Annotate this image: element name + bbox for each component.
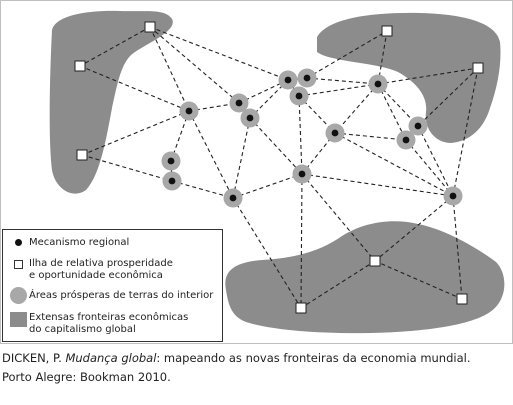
network-link [334, 83, 379, 134]
network-link [300, 173, 303, 309]
network-link [232, 173, 303, 199]
network-link [79, 65, 190, 112]
network-link [232, 117, 251, 199]
interior-area-node [278, 70, 298, 90]
interior-area-node [223, 188, 243, 208]
legend-label: Mecanismo regional [29, 237, 130, 248]
network-link [301, 173, 454, 197]
network-link [232, 197, 302, 309]
legend-item-frontier: Extensas fronteiras econômicas do capita… [7, 312, 188, 336]
prosperity-island-node [456, 293, 468, 305]
interior-area-node [162, 171, 182, 191]
network-link [405, 139, 454, 197]
legend-label: Ilha de relativa prosperidade [29, 258, 173, 269]
interior-area-node [179, 101, 199, 121]
legend: Mecanismo regional Ilha de relativa pros… [2, 229, 223, 342]
regional-mechanism-dot [185, 107, 193, 115]
regional-mechanism-dot [246, 114, 254, 122]
legend-label: e oportunidade econômica [29, 270, 163, 281]
prosperity-island-node [472, 62, 484, 74]
caption-title: Mudança global [65, 351, 157, 365]
regional-mechanism-dot [168, 177, 176, 185]
mechanism-dot-icon [14, 239, 22, 246]
regional-mechanism-dot [235, 99, 243, 107]
network-link [171, 180, 234, 199]
network-link [301, 173, 376, 262]
network-link [377, 83, 407, 141]
network-link [249, 117, 303, 175]
network-link [374, 195, 454, 262]
network-link [452, 195, 463, 300]
prosperity-island-node [295, 302, 307, 314]
network-link [334, 132, 454, 197]
frontier-region-south [225, 221, 505, 334]
network-link [149, 26, 289, 81]
legend-label: Áreas prósperas de terras do interior [29, 290, 214, 301]
regional-mechanism-dot [303, 74, 311, 82]
network-link [79, 26, 151, 67]
regional-mechanism-dot [449, 192, 457, 200]
network-link [149, 26, 190, 112]
legend-label: Extensas fronteiras econômicas [29, 312, 189, 323]
regional-mechanism-dot [167, 157, 175, 165]
network-link [306, 77, 379, 85]
network-link [377, 67, 479, 85]
network-link [298, 95, 303, 175]
network-link [334, 132, 407, 141]
caption-publisher: Porto Alegre: Bookman 2010. [2, 370, 171, 384]
prosperity-island-node [76, 149, 88, 161]
caption-subtitle: : mapeando as novas fronteiras da econom… [156, 351, 471, 365]
regional-mechanism-dot [295, 92, 303, 100]
frontier-region-northeast [317, 12, 501, 144]
network-link [417, 125, 454, 197]
interior-area-node [408, 116, 428, 136]
regional-mechanism-dot [284, 76, 292, 84]
legend-label: do capitalismo global [29, 324, 136, 335]
network-nodes [74, 21, 484, 314]
prosperity-island-node [74, 60, 86, 72]
network-link [300, 260, 376, 309]
regional-mechanism-dot [298, 170, 306, 178]
network-link [377, 83, 419, 127]
interior-area-node [396, 130, 416, 150]
prosperity-island-node [144, 21, 156, 33]
interior-area-node [289, 86, 309, 106]
legend-item-island: Ilha de relativa prosperidade e oportuni… [7, 258, 173, 282]
prosperity-island-node [369, 255, 381, 267]
interior-area-node [161, 151, 181, 171]
regional-mechanism-dot [414, 122, 422, 130]
interior-area-node [443, 186, 463, 206]
regional-mechanism-dot [229, 194, 237, 202]
caption-author: DICKEN, P. [2, 351, 62, 365]
frontier-region-northwest [49, 10, 173, 194]
network-link [298, 83, 379, 97]
interior-area-node [240, 108, 260, 128]
regional-mechanism-dot [331, 129, 339, 137]
network-link [188, 110, 234, 199]
interior-circle-icon [9, 287, 27, 304]
network-link [374, 260, 463, 300]
frontier-rect-icon [9, 312, 27, 327]
network-map [49, 10, 505, 334]
legend-item-interior: Áreas prósperas de terras do interior [7, 287, 213, 304]
regional-mechanism-dot [402, 136, 410, 144]
network-link [306, 30, 388, 79]
island-square-icon [13, 260, 23, 269]
interior-area-node [229, 93, 249, 113]
network-link [452, 67, 479, 197]
interior-area-node [292, 164, 312, 184]
interior-area-node [368, 74, 388, 94]
interior-area-node [325, 123, 345, 143]
source-caption: DICKEN, P. Mudança global: mapeando as n… [2, 349, 510, 387]
interior-area-node [297, 68, 317, 88]
prosperity-island-node [381, 25, 393, 37]
network-link [81, 154, 173, 182]
network-link [81, 110, 190, 156]
network-link [149, 26, 240, 104]
regional-mechanism-dot [374, 80, 382, 88]
legend-item-mechanism: Mecanismo regional [7, 237, 129, 249]
